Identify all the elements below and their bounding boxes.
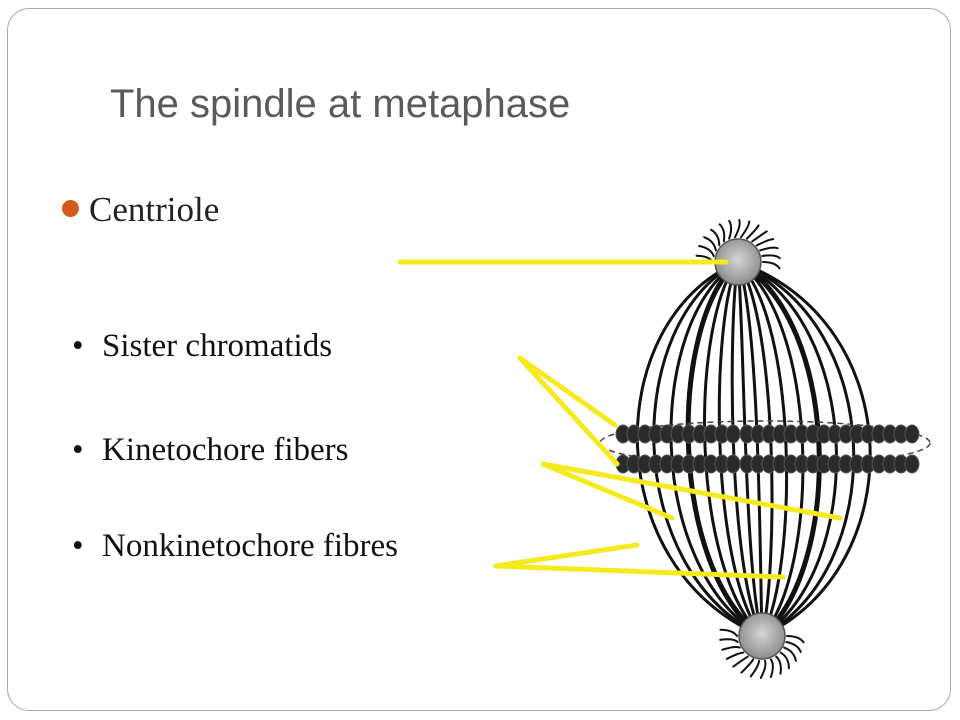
bullet-sister-chromatids-label: Sister chromatids (102, 328, 333, 364)
centriole-ray (775, 655, 782, 675)
bullet-centriole-label: Centriole (89, 190, 220, 229)
bullet-centriole: Centriole (62, 190, 219, 230)
pointer-lines (397, 259, 843, 580)
centriole-ray (732, 655, 749, 668)
sister-chromatids (615, 424, 920, 474)
bullet-kinetochore-fibers-label: Kinetochore fibers (102, 432, 349, 468)
chromatid-segment (725, 454, 741, 474)
centriole-ray (728, 219, 733, 240)
spindle-fiber (636, 260, 764, 638)
centriole-ray (698, 244, 715, 258)
pointer-kinetochore-2 (540, 461, 843, 521)
spindle-fiber (736, 260, 872, 638)
centriole-ray (719, 628, 738, 637)
chromatid-segment (904, 454, 920, 474)
chromatid-segment (904, 424, 920, 444)
centriole-ray (745, 224, 760, 240)
pointer-nonkinetochore-1 (493, 542, 640, 569)
bullet-nonkinetochore-fibres-label: Nonkinetochore fibres (102, 528, 398, 564)
centriole-ray (759, 246, 779, 252)
centriole-ray (718, 223, 726, 243)
centriole-ray (749, 659, 760, 678)
metaphase-plate (599, 420, 931, 466)
centriole-ray (759, 659, 767, 679)
pointer-chromatid-1 (517, 355, 618, 428)
centriole-ray (785, 640, 802, 654)
spindle-fiber (703, 260, 764, 638)
spindle-fiber (669, 260, 764, 638)
spindle-fiber (736, 260, 856, 638)
centriole-ray (721, 646, 741, 651)
centriole-ray (769, 658, 774, 679)
spindle-fiber (735, 259, 822, 639)
centriole-rays (695, 219, 805, 679)
bullet-sister-chromatids: •Sister chromatids (72, 328, 333, 364)
centriole-ray (762, 261, 781, 270)
centriole-ray (761, 254, 781, 260)
spindle-fiber (736, 260, 764, 638)
bullet-dot-icon (62, 200, 79, 217)
spindle-fiber (736, 260, 789, 638)
centriole-ray (740, 220, 751, 239)
centriole-ray (779, 651, 790, 670)
centriole-ray (733, 219, 741, 239)
pointer-chromatid-2 (517, 355, 620, 467)
centriole-ray (719, 638, 739, 643)
spindle-fiber (730, 260, 764, 638)
spindle-fiber (652, 260, 764, 638)
chromatid-segment (725, 424, 741, 444)
centriole-ray (786, 635, 805, 644)
centriole-ray (703, 236, 717, 252)
centriole-ray (783, 646, 797, 662)
spindle-fiber (717, 260, 764, 638)
centriole-ray (725, 651, 745, 660)
centriole-bottom (738, 612, 786, 660)
centriole-ray (740, 658, 755, 674)
centriole-ray (755, 238, 775, 247)
slide-title: The spindle at metaphase (110, 82, 571, 126)
spindle-fiber (736, 260, 805, 638)
bullet-kinetochore-fibers: •Kinetochore fibers (72, 432, 349, 468)
spindle-fibers (636, 259, 872, 639)
centriole-ray (751, 230, 768, 243)
spindle-fiber (736, 260, 764, 638)
spindle-fiber (736, 260, 838, 638)
spindle-fiber (685, 259, 765, 639)
pointer-kinetochore-1 (540, 461, 675, 521)
spindle-fiber (736, 260, 774, 638)
pointer-nonkinetochore-2 (493, 563, 786, 580)
bullet-nonkinetochore-fibres: •Nonkinetochore fibres (72, 528, 398, 564)
centriole-ray (710, 228, 721, 247)
